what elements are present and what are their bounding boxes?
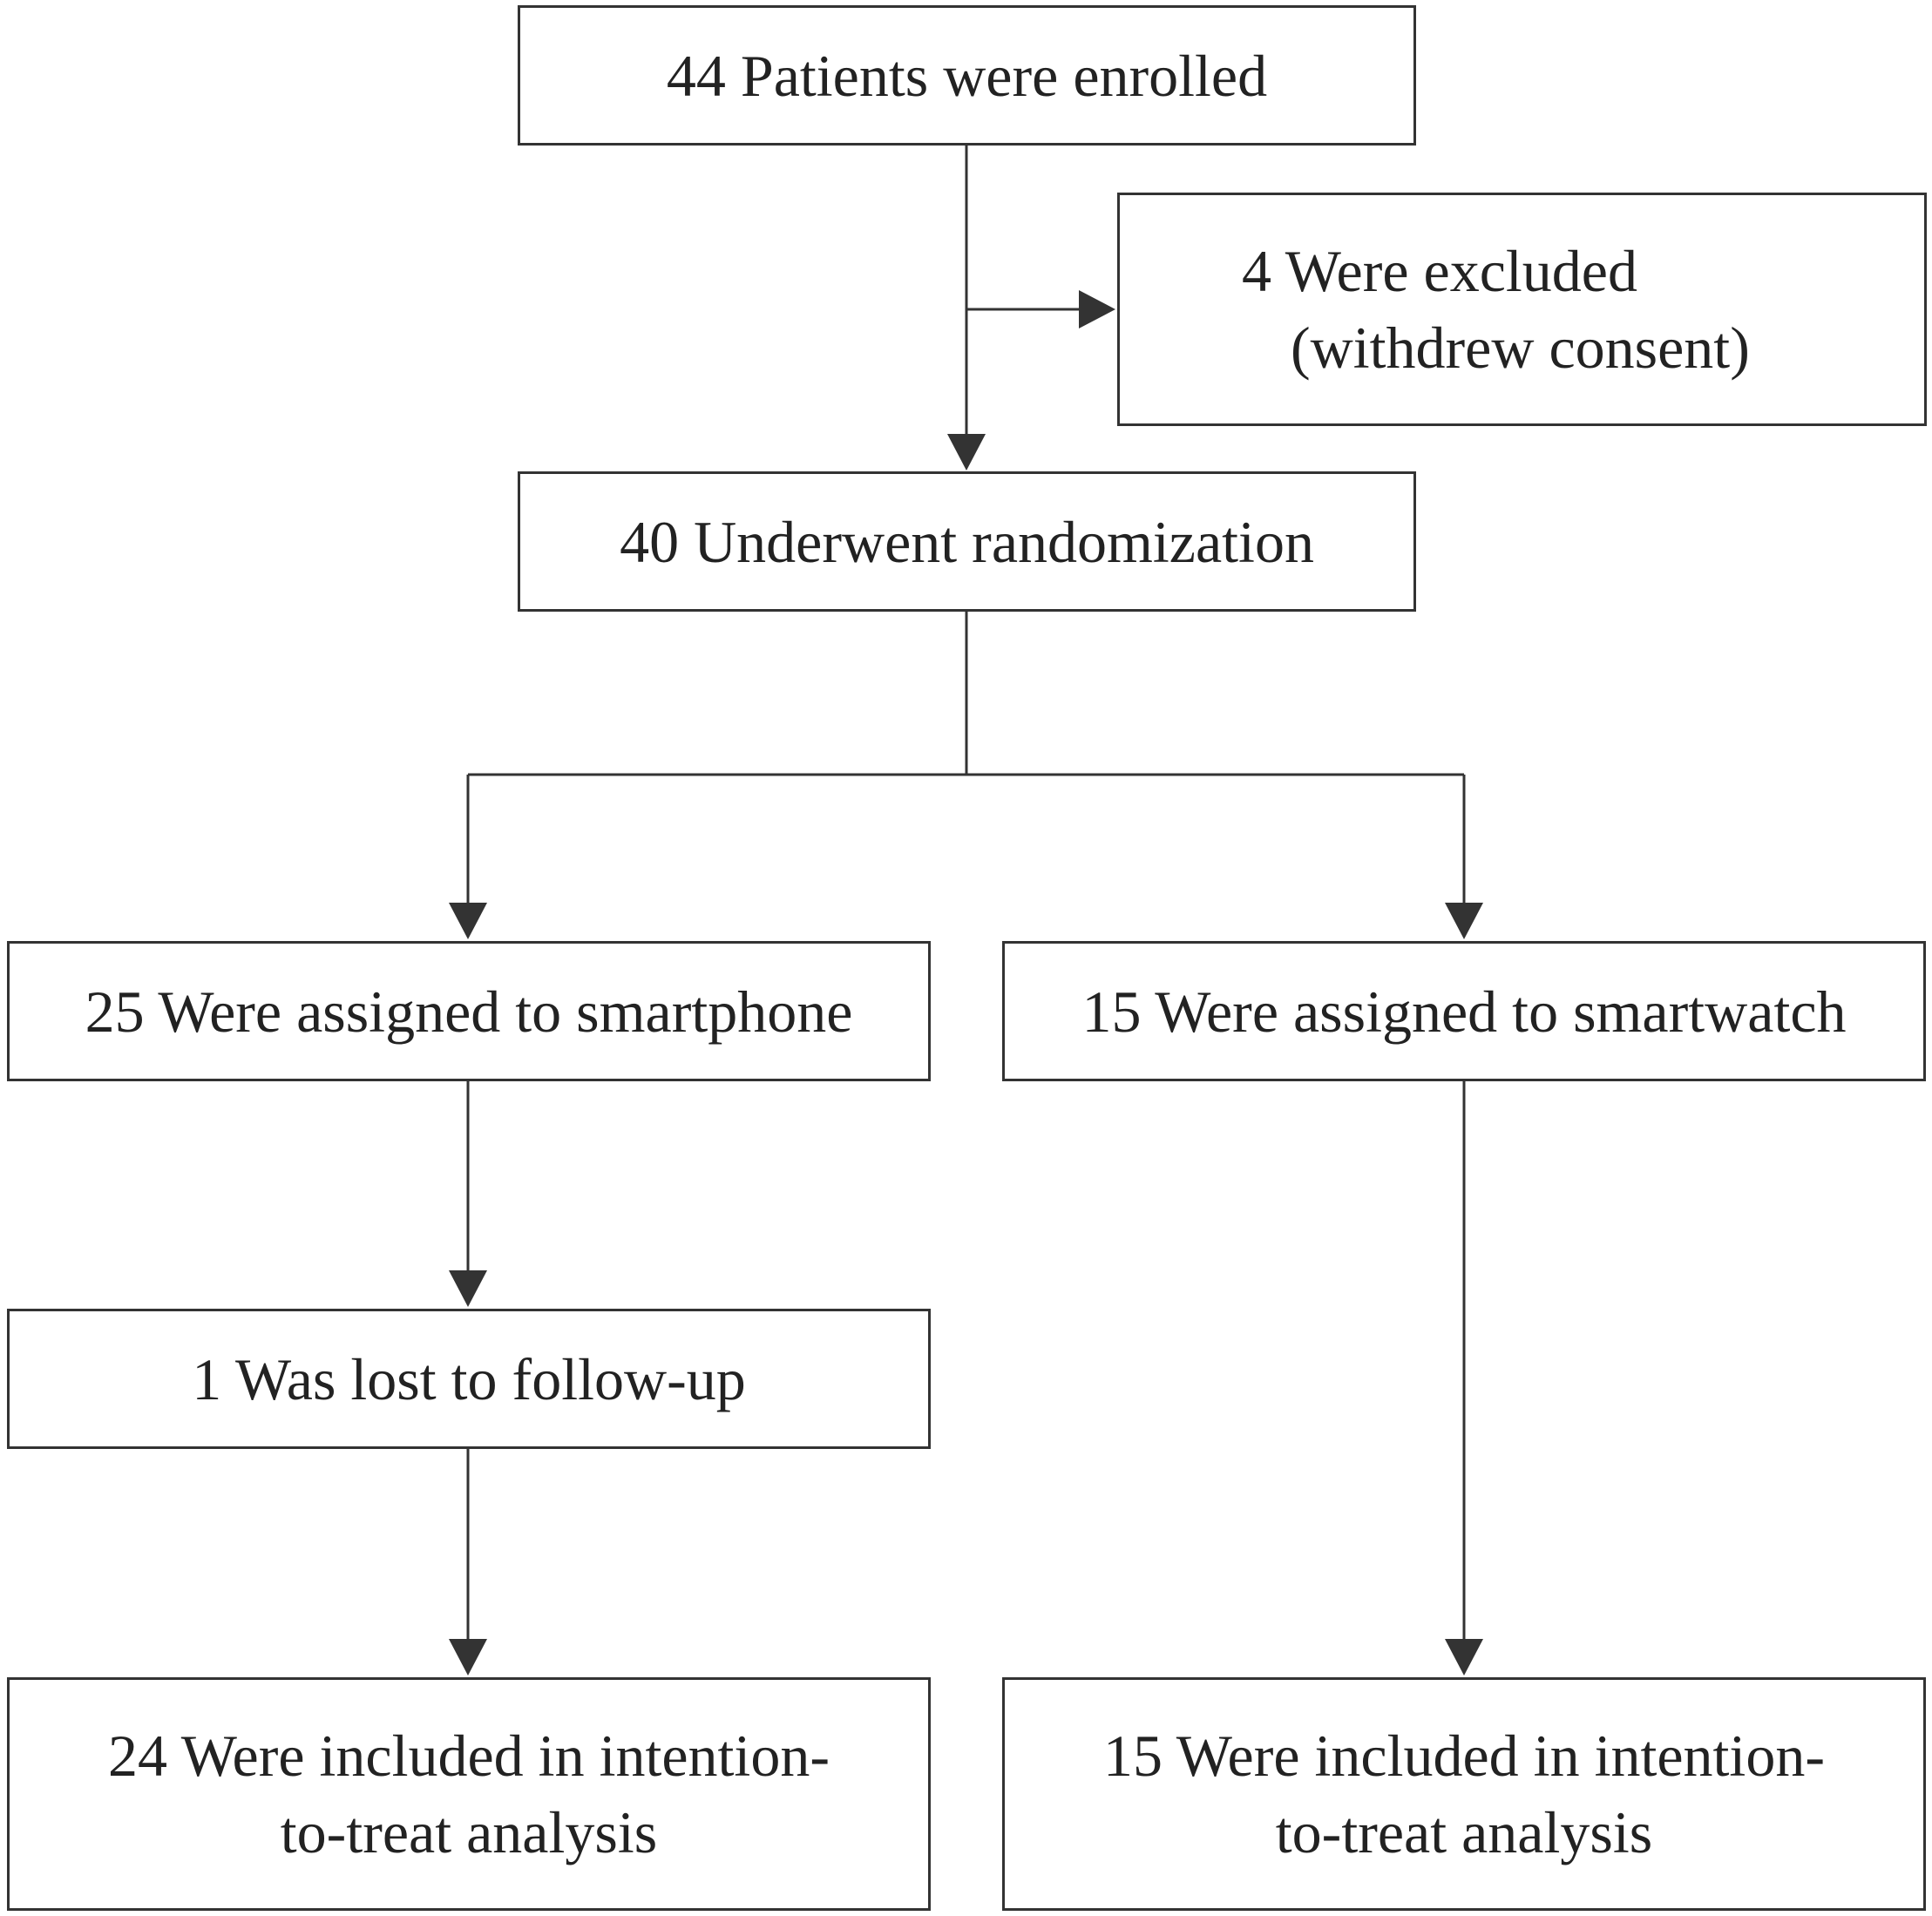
node-itt-watch-line-2: to-treat analysis (1275, 1799, 1653, 1865)
node-lost: 1 Was lost to follow-up (7, 1309, 931, 1449)
node-lost-line-1: 1 Was lost to follow-up (192, 1345, 746, 1412)
node-enrolled-text: 44 Patients were enrolled (667, 37, 1267, 114)
node-itt-phone-text: 24 Were included in intention- to-treat … (108, 1717, 830, 1871)
node-itt-watch: 15 Were included in intention- to-treat … (1002, 1677, 1926, 1911)
node-randomized: 40 Underwent randomization (518, 471, 1416, 612)
node-smartphone: 25 Were assigned to smartphone (7, 941, 931, 1081)
node-smartphone-line-1: 25 Were assigned to smartphone (85, 978, 853, 1045)
node-randomized-text: 40 Underwent randomization (620, 504, 1314, 580)
node-lost-text: 1 Was lost to follow-up (192, 1341, 745, 1418)
node-itt-watch-text: 15 Were included in intention- to-treat … (1103, 1717, 1825, 1871)
node-randomized-line-1: 40 Underwent randomization (620, 508, 1314, 575)
node-smartphone-text: 25 Were assigned to smartphone (85, 973, 853, 1050)
node-itt-phone: 24 Were included in intention- to-treat … (7, 1677, 931, 1911)
node-enrolled: 44 Patients were enrolled (518, 5, 1416, 146)
edge-lost-to-itt-phone (449, 1449, 487, 1676)
node-enrolled-line-1: 44 Patients were enrolled (666, 42, 1268, 109)
node-itt-watch-line-1: 15 Were included in intention- (1103, 1723, 1825, 1789)
edge-enrolled-to-excluded (966, 290, 1115, 328)
node-smartwatch: 15 Were assigned to smartwatch (1002, 941, 1926, 1081)
node-smartwatch-line-1: 15 Were assigned to smartwatch (1081, 978, 1847, 1045)
node-smartwatch-text: 15 Were assigned to smartwatch (1081, 973, 1846, 1050)
edge-randomized-split (468, 612, 1464, 776)
node-excluded-text: 4 Were excluded (withdrew consent) (1120, 233, 1750, 386)
node-excluded: 4 Were excluded (withdrew consent) (1117, 193, 1927, 426)
node-itt-phone-line-1: 24 Were included in intention- (108, 1723, 830, 1789)
edge-enrolled-to-randomized (947, 146, 986, 471)
node-itt-phone-line-2: to-treat analysis (280, 1799, 658, 1865)
edge-smartphone-to-lost (449, 1081, 487, 1307)
edge-randomized-to-smartwatch (1445, 775, 1483, 939)
edge-randomized-to-smartphone (449, 775, 487, 939)
node-excluded-line-2: (withdrew consent) (1291, 315, 1750, 381)
edge-smartwatch-to-itt-watch (1445, 1081, 1483, 1676)
node-excluded-line-1: 4 Were excluded (1242, 238, 1637, 304)
